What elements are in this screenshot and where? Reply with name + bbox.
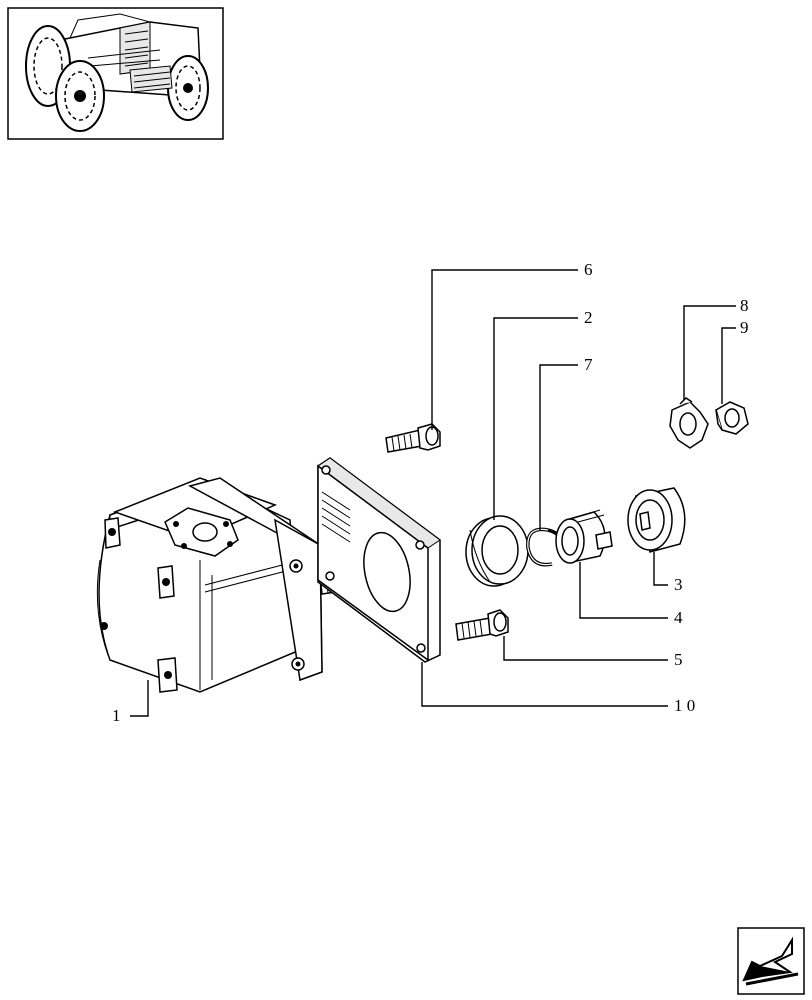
callout-3: 3 <box>674 575 683 594</box>
seal-ring-part-2 <box>465 515 529 587</box>
hydraulic-pump <box>96 477 351 693</box>
callout-5: 5 <box>674 650 683 669</box>
next-page-arrow-icon[interactable] <box>737 927 805 995</box>
leader-lines <box>130 269 736 717</box>
callout-8: 8 <box>740 296 749 315</box>
coupling-part-4 <box>555 509 613 564</box>
callout-10: 1 0 <box>674 696 695 715</box>
nut-part-9 <box>715 401 749 435</box>
bolt-part-5 <box>455 609 509 641</box>
tractor-thumbnail-icon[interactable] <box>7 7 224 140</box>
callout-1: 1 <box>112 706 121 725</box>
callout-6: 6 <box>584 260 593 279</box>
callout-2: 2 <box>584 308 593 327</box>
callout-9: 9 <box>740 318 749 337</box>
gasket-plate <box>317 457 441 663</box>
bolt-part-6 <box>385 423 441 453</box>
callout-4: 4 <box>674 608 683 627</box>
sleeve-part-3 <box>627 487 686 553</box>
callout-7: 7 <box>584 355 593 374</box>
lock-washer-part-8 <box>669 397 709 449</box>
